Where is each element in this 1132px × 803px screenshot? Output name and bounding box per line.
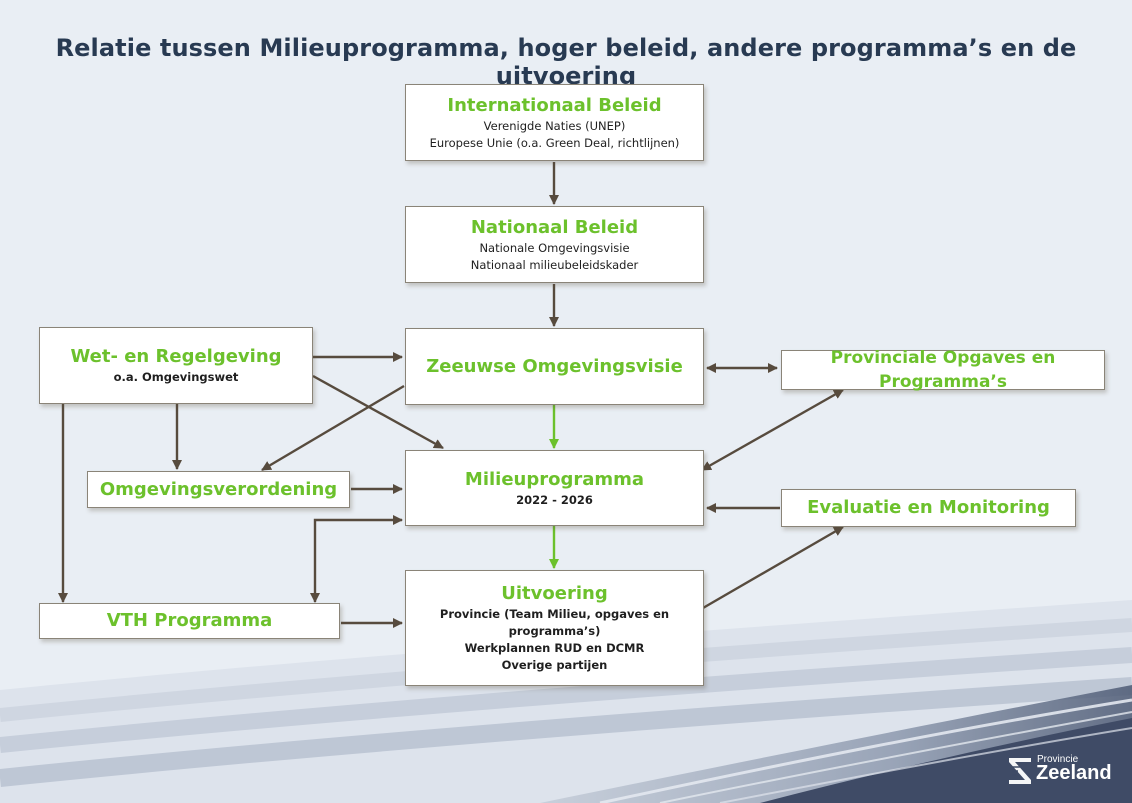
box-uitvoering-line: Overige partijen bbox=[501, 658, 608, 672]
box-uitvoering-title: Uitvoering bbox=[501, 583, 608, 604]
box-nationaal-line: Nationale Omgevingsvisie bbox=[479, 240, 630, 255]
box-zeeuwse-omgevingsvisie: Zeeuwse Omgevingsvisie bbox=[405, 328, 704, 405]
arrow-milieu-provinciale bbox=[701, 388, 844, 472]
box-zeeuwse-title: Zeeuwse Omgevingsvisie bbox=[426, 355, 683, 377]
box-evaluatie-en-monitoring: Evaluatie en Monitoring bbox=[781, 489, 1076, 527]
arrow-vth-to-milieu bbox=[310, 515, 403, 603]
box-uitvoering-line: Provincie (Team Milieu, opgaves en bbox=[439, 607, 670, 621]
box-uitvoering-line: programma’s) bbox=[508, 624, 601, 638]
box-provinciale-opgaves: Provinciale Opgaves en Programma’s bbox=[781, 348, 1105, 392]
box-wet-line: o.a. Omgevingswet bbox=[113, 370, 239, 384]
box-vth-title: VTH Programma bbox=[106, 610, 273, 631]
arrow-zeeuwse-to-verordening bbox=[261, 384, 405, 472]
box-provinciale-title: Provinciale Opgaves en Programma’s bbox=[830, 348, 1056, 392]
box-uitvoering-line: Werkplannen RUD en DCMR bbox=[464, 641, 645, 655]
arrow-wet-to-milieu bbox=[312, 374, 444, 450]
box-verordening-title: Omgevingsverordening bbox=[99, 478, 338, 500]
logo-provincie-text: Provincie bbox=[1037, 754, 1079, 765]
box-internationaal-line: Verenigde Naties (UNEP) bbox=[483, 118, 626, 133]
box-milieu-line: 2022 - 2026 bbox=[516, 492, 593, 507]
box-nationaal-line: Nationaal milieubeleidskader bbox=[470, 257, 639, 272]
arrow-uitvoering-to-evaluatie bbox=[702, 525, 844, 610]
box-vth-programma: VTH Programma bbox=[39, 603, 340, 639]
box-milieuprogramma: Milieuprogramma 2022 - 2026 bbox=[405, 450, 704, 526]
box-wet-title: Wet- en Regelgeving bbox=[70, 346, 282, 367]
logo-zeeland-text: Zeeland bbox=[1036, 762, 1112, 784]
box-internationaal-line: Europese Unie (o.a. Green Deal, richtlij… bbox=[429, 135, 680, 150]
box-nationaal-title: Nationaal Beleid bbox=[470, 216, 639, 238]
box-internationaal-beleid: Internationaal Beleid Verenigde Naties (… bbox=[405, 84, 704, 161]
box-omgevingsverordening: Omgevingsverordening bbox=[87, 471, 350, 508]
box-nationaal-beleid: Nationaal Beleid Nationale Omgevingsvisi… bbox=[405, 206, 704, 283]
box-evaluatie-title: Evaluatie en Monitoring bbox=[807, 497, 1050, 518]
box-uitvoering: Uitvoering Provincie (Team Milieu, opgav… bbox=[405, 570, 704, 686]
box-internationaal-title: Internationaal Beleid bbox=[447, 94, 662, 116]
box-milieu-title: Milieuprogramma bbox=[464, 468, 645, 490]
box-wet-en-regelgeving: Wet- en Regelgeving o.a. Omgevingswet bbox=[39, 327, 313, 404]
zeeland-logo-icon bbox=[1009, 758, 1031, 784]
